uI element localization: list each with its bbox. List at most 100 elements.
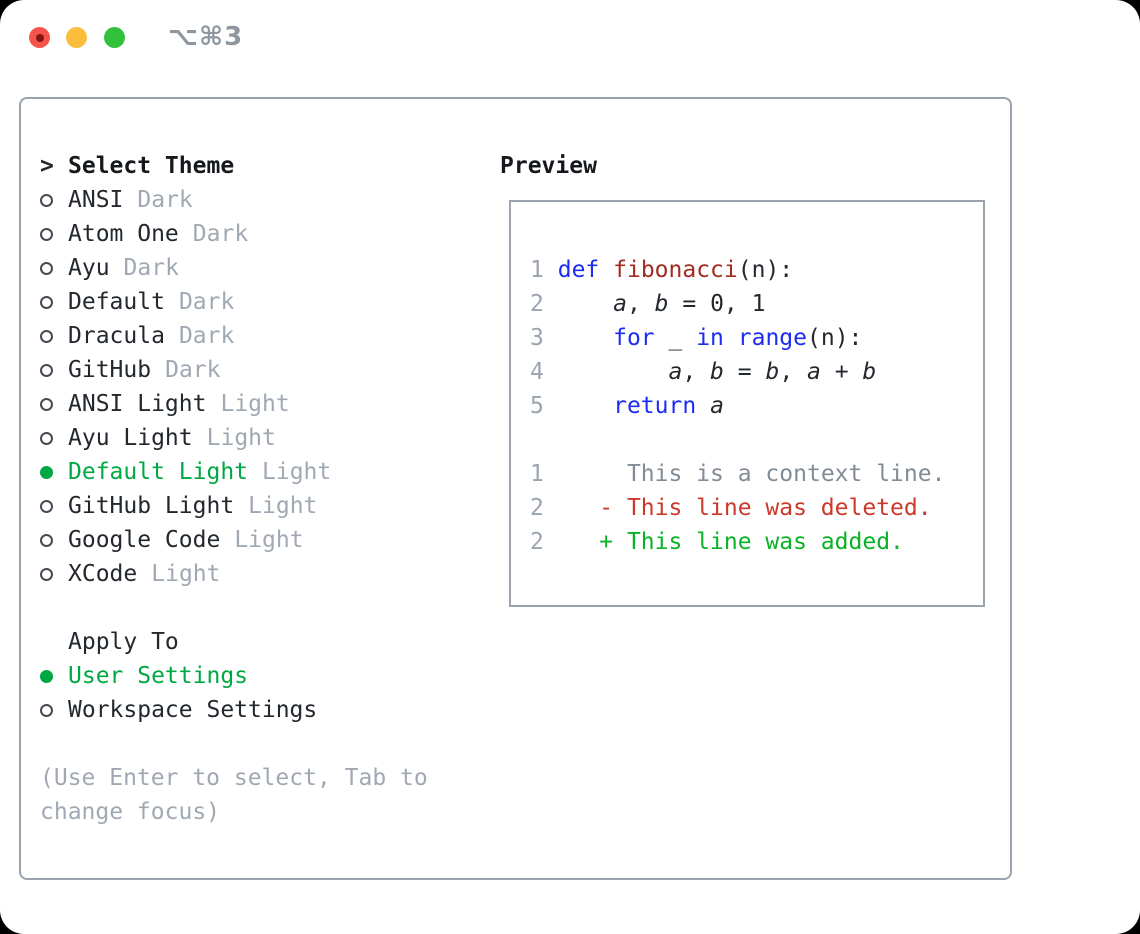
code-token bbox=[544, 325, 613, 351]
radio-icon bbox=[40, 397, 53, 411]
apply-option-label: Workspace Settings bbox=[68, 697, 318, 723]
theme-variant-tag: Dark bbox=[178, 323, 235, 349]
code-token: , bbox=[779, 359, 808, 385]
apply-option-user-settings[interactable]: User Settings bbox=[40, 659, 452, 693]
theme-name: ANSI bbox=[68, 187, 124, 213]
radio-icon bbox=[40, 499, 53, 513]
theme-option-default-light[interactable]: Default Light Light bbox=[40, 455, 452, 489]
theme-option-ansi-light[interactable]: ANSI Light Light bbox=[40, 387, 452, 421]
radio-gutter bbox=[40, 319, 68, 353]
zoom-button[interactable] bbox=[104, 27, 125, 48]
section-gap bbox=[40, 591, 452, 625]
code-token: + bbox=[820, 359, 863, 385]
select-theme-heading: > Select Theme bbox=[40, 149, 452, 183]
code-token bbox=[544, 461, 627, 487]
code-token: def bbox=[557, 257, 600, 283]
code-token bbox=[696, 393, 710, 419]
apply-to-title: Apply To bbox=[68, 629, 179, 655]
code-line: 4 a, b = b, a + b bbox=[530, 355, 983, 389]
code-line: 3 for _ in range(n): bbox=[530, 321, 983, 355]
blank-line bbox=[530, 423, 983, 457]
theme-name: GitHub Light bbox=[68, 493, 235, 519]
code-token: = 0, 1 bbox=[668, 291, 766, 317]
line-number: 1 bbox=[530, 257, 544, 283]
theme-variant-tag: Light bbox=[262, 459, 332, 485]
apply-to-gutter bbox=[40, 625, 68, 659]
prompt-icon: > bbox=[40, 153, 54, 179]
close-button[interactable] bbox=[29, 27, 50, 48]
line-number: 5 bbox=[530, 393, 544, 419]
radio-gutter bbox=[40, 489, 68, 523]
theme-option-ansi[interactable]: ANSI Dark bbox=[40, 183, 452, 217]
radio-icon bbox=[40, 533, 53, 547]
apply-to-heading: Apply To bbox=[40, 625, 452, 659]
diff-context-line: 1 This is a context line. bbox=[530, 457, 983, 491]
theme-name: Default Light bbox=[68, 459, 249, 485]
code-token bbox=[544, 291, 613, 317]
code-token: range bbox=[737, 325, 808, 351]
radio-gutter bbox=[40, 217, 68, 251]
code-token: , bbox=[682, 359, 711, 385]
theme-variant-tag: Light bbox=[234, 527, 304, 553]
radio-gutter bbox=[40, 285, 68, 319]
theme-variant-tag: Light bbox=[151, 561, 221, 587]
radio-selected-icon bbox=[40, 669, 53, 683]
code-token: (n): bbox=[737, 257, 794, 283]
theme-variant-tag: Light bbox=[206, 425, 276, 451]
help-text: (Use Enter to select, Tab to change focu… bbox=[40, 765, 428, 825]
code-token: a bbox=[613, 291, 627, 317]
radio-gutter bbox=[40, 455, 68, 489]
code-token bbox=[544, 359, 669, 385]
theme-name: XCode bbox=[68, 561, 138, 587]
code-token: b bbox=[765, 359, 780, 385]
minimize-button[interactable] bbox=[66, 27, 87, 48]
code-token: (n): bbox=[807, 325, 863, 351]
radio-icon bbox=[40, 363, 53, 377]
theme-variant-tag: Light bbox=[220, 391, 290, 417]
code-token: b bbox=[710, 359, 724, 385]
apply-option-label: User Settings bbox=[68, 663, 249, 689]
radio-gutter bbox=[40, 183, 68, 217]
radio-gutter bbox=[40, 523, 68, 557]
theme-variant-tag: Dark bbox=[178, 289, 235, 315]
line-number: 2 bbox=[530, 495, 544, 521]
diff-added-line: 2 + This line was added. bbox=[530, 525, 983, 559]
radio-icon bbox=[40, 431, 53, 445]
theme-name: Atom One bbox=[68, 221, 179, 247]
radio-gutter bbox=[40, 353, 68, 387]
radio-gutter bbox=[40, 421, 68, 455]
code-token bbox=[544, 495, 599, 521]
radio-icon bbox=[40, 227, 53, 241]
theme-name: ANSI Light bbox=[68, 391, 207, 417]
theme-name: Google Code bbox=[68, 527, 221, 553]
select-theme-title: Select Theme bbox=[68, 153, 235, 179]
line-number: 3 bbox=[530, 325, 544, 351]
apply-option-workspace-settings[interactable]: Workspace Settings bbox=[40, 693, 452, 727]
code-token: , bbox=[626, 291, 655, 317]
diff-deleted-line: 2 - This line was deleted. bbox=[530, 491, 983, 525]
radio-gutter bbox=[40, 659, 68, 693]
theme-option-google-code[interactable]: Google Code Light bbox=[40, 523, 452, 557]
theme-variant-tag: Dark bbox=[137, 187, 193, 213]
code-token bbox=[544, 393, 613, 419]
code-token: b bbox=[654, 291, 669, 317]
radio-icon bbox=[40, 193, 53, 207]
theme-option-xcode[interactable]: XCode Light bbox=[40, 557, 452, 591]
theme-variant-tag: Dark bbox=[165, 357, 221, 383]
line-number: 4 bbox=[530, 359, 544, 385]
code-line: 2 a, b = 0, 1 bbox=[530, 287, 983, 321]
code-token bbox=[724, 325, 738, 351]
